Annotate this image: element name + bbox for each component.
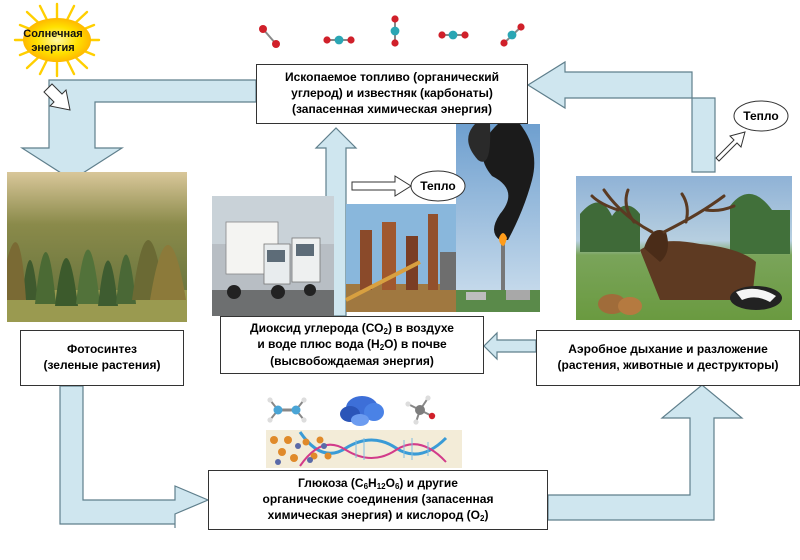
smokestack-image [456, 124, 540, 312]
trucks-image [212, 196, 334, 316]
deer-animals-image [576, 176, 792, 320]
co2-box: Диоксид углерода (СО2) в воздухе и воде … [220, 316, 484, 374]
methanol-molecule-icon [405, 395, 436, 425]
sun-icon [13, 2, 101, 78]
heat-arrow-animals [715, 131, 746, 162]
co2-molecule-icon [438, 30, 469, 40]
co2-line1: Диоксид углерода (СО2) в воздухе [250, 320, 454, 336]
factory-image [345, 204, 456, 312]
photosynthesis-line2: (зеленые растения) [43, 358, 161, 372]
cycle-arrow-respiration-to-fossil [526, 60, 716, 173]
solar-energy-label: Солнечная энергия [8, 28, 98, 56]
forest-image [7, 172, 187, 322]
photosynthesis-line1: Фотосинтез [67, 342, 137, 357]
heat-arrow-factory [351, 175, 412, 197]
molecule-icons-top [259, 15, 525, 48]
fossil-fuel-line2: углерод) и известняк (карбонаты) [291, 86, 493, 101]
co2-line3: (высвобождаемая энергия) [270, 353, 434, 368]
dna-helix-image [266, 430, 462, 468]
cycle-arrow-fossil-to-photosynthesis [19, 79, 257, 181]
solar-energy-line1: Солнечная [23, 28, 83, 40]
solar-energy-line2: энергия [31, 41, 75, 54]
arrow-respiration-to-co2 [483, 331, 537, 361]
glucose-line1: Глюкоза (С6Н12О6) и другие [298, 475, 458, 491]
respiration-box: Аэробное дыхание и разложение (растения,… [536, 330, 800, 386]
glucose-line3: химическая энергия) и кислород (О2) [267, 507, 489, 523]
molecule-icons-dna [267, 395, 436, 426]
respiration-line1: Аэробное дыхание и разложение [568, 342, 768, 357]
heat-label-animals: Тепло [743, 109, 779, 123]
heat-bubble-factory [410, 170, 466, 202]
co2-molecule-icon [323, 35, 355, 45]
fossil-fuel-box: Ископаемое топливо (органический углерод… [256, 64, 528, 124]
glucose-line2: органические соединения (запасенная [262, 492, 494, 507]
cycle-arrow-photosynthesis-to-glucose [59, 385, 210, 528]
o2-molecule-icon [259, 25, 280, 48]
photosynthesis-box: Фотосинтез (зеленые растения) [20, 330, 184, 386]
fossil-fuel-line1: Ископаемое топливо (органический [284, 70, 500, 85]
heat-bubble-animals [733, 100, 789, 132]
respiration-line2: (растения, животные и деструкторы) [557, 358, 779, 372]
glucose-box: Глюкоза (С6Н12О6) и другие органические … [208, 470, 548, 530]
orbital-cloud-icon [340, 396, 384, 426]
cycle-arrow-glucose-to-respiration [547, 384, 744, 521]
co2-line2: и воде плюс вода (Н2О) в почве [257, 337, 447, 353]
co2-molecule-icon [500, 23, 525, 47]
fossil-fuel-line3: (запасенная химическая энергия) [292, 101, 492, 116]
heat-label-factory: Тепло [420, 179, 456, 193]
ethylene-molecule-icon [267, 397, 307, 423]
sunlight-arrow-icon [43, 83, 71, 111]
co2-molecule-icon [390, 15, 400, 47]
